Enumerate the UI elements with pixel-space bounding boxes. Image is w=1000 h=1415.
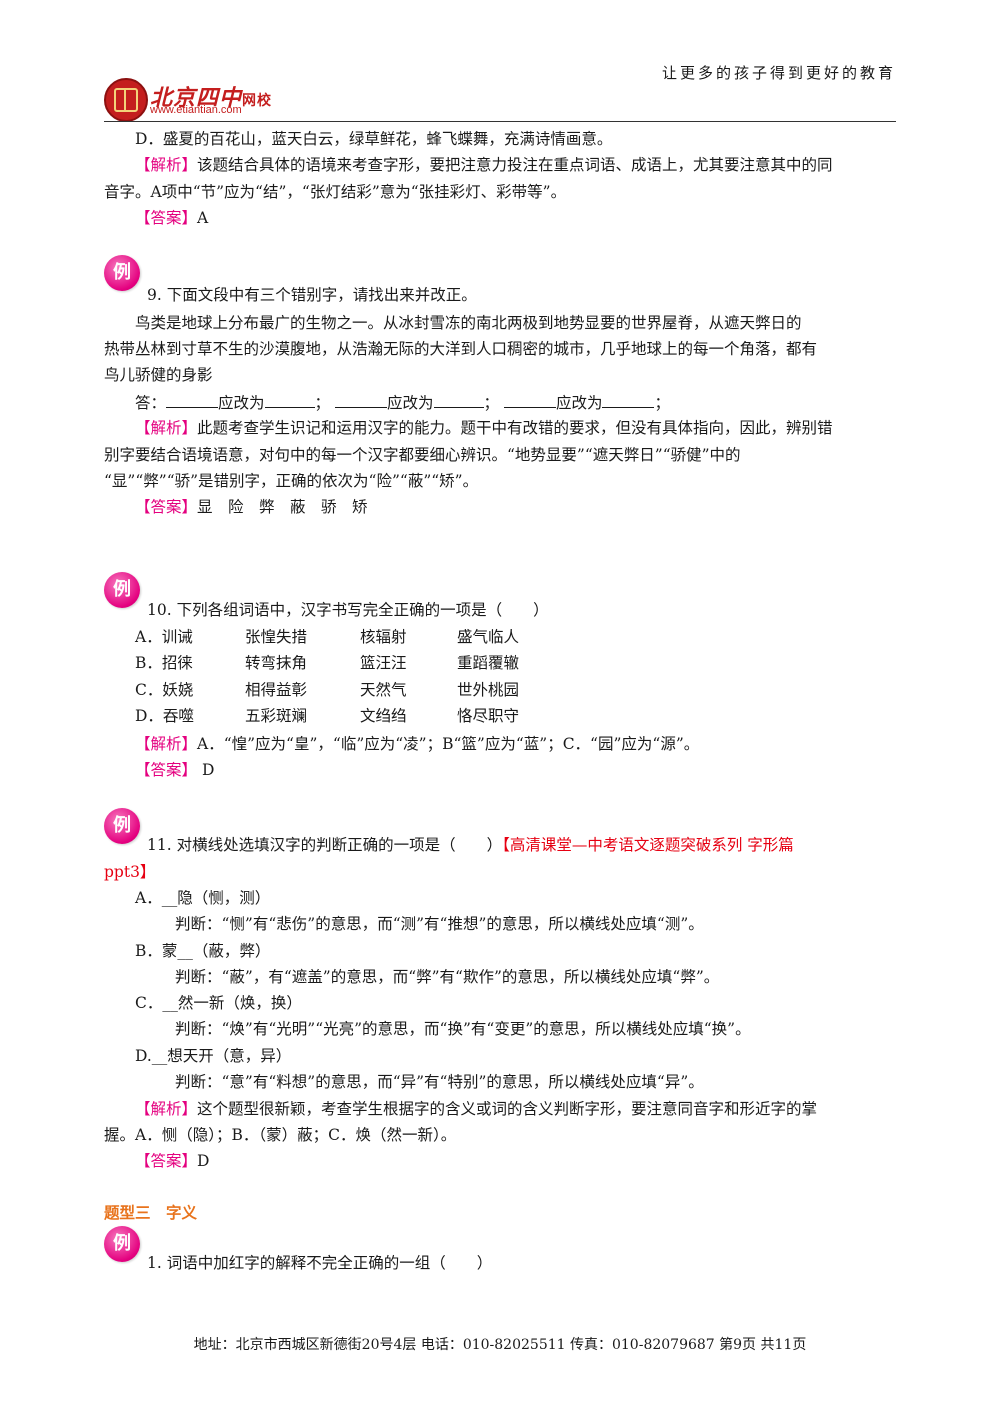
q10-option-word: 盛气临人 bbox=[457, 628, 520, 646]
school-logo-icon bbox=[104, 78, 148, 122]
logo-url: www.etiantian.com bbox=[150, 104, 242, 116]
logo-name: 北京四中网校 bbox=[150, 85, 273, 111]
q10-option-label: D．吞噬 bbox=[135, 706, 194, 725]
q8-answer: 【答案】A bbox=[135, 209, 209, 227]
answer-blank[interactable] bbox=[334, 389, 387, 408]
q10-option-label: C．妖娆 bbox=[135, 680, 194, 699]
section-title: 题型三 字义 bbox=[104, 1203, 198, 1222]
q10-option-word: 恪尽职守 bbox=[457, 706, 520, 725]
q8-option-d: D．盛夏的百花山，蓝天白云，绿草鲜花，蜂飞蝶舞，充满诗情画意。 bbox=[135, 130, 613, 148]
q10-stem: 10. 下列各组词语中，汉字书写完全正确的一项是（ ） bbox=[147, 601, 549, 619]
q10-option-word: 重蹈覆辙 bbox=[457, 654, 520, 673]
q11-answer: 【答案】D bbox=[135, 1152, 210, 1170]
q10-option-word: 相得益彰 bbox=[245, 680, 308, 699]
q11-analysis-cont: 握。A．恻（隐）；B．（蒙）蔽；C．焕（然一新）。 bbox=[104, 1126, 457, 1144]
q11-stem: 11. 对横线处选填汉字的判断正确的一项是（ ）【高清课堂—中考语文逐题突破系列… bbox=[147, 836, 794, 854]
header-slogan: 让更多的孩子得到更好的教育 bbox=[661, 64, 896, 82]
q9-passage-line: 鸟类是地球上分布最广的生物之一。从冰封雪冻的南北两极到地势显要的世界屋脊，从遮天… bbox=[135, 314, 802, 332]
q10-option-word: 张惶失措 bbox=[245, 628, 308, 646]
q9-answer-blanks: 答：应改为； 应改为； 应改为； bbox=[135, 389, 670, 416]
q9-analysis: 【解析】此题考查学生识记和运用汉字的能力。题干中有改错的要求，但没有具体指向，因… bbox=[135, 419, 833, 437]
example-badge-icon: 例 bbox=[104, 255, 140, 291]
q8-analysis: 【解析】该题结合具体的语境来考查字形，要把注意力投注在重点词语、成语上，尤其要注… bbox=[135, 156, 833, 174]
answer-blank[interactable] bbox=[602, 389, 655, 408]
q11-option-a: A．__隐（恻，测） bbox=[135, 889, 271, 907]
answer-blank[interactable] bbox=[503, 389, 556, 408]
q10-analysis: 【解析】A．“惶”应为“皇”，“临”应为“凌”；B“篮”应为“蓝”；C．“园”应… bbox=[135, 735, 700, 753]
q9-analysis-cont: “显”“弊”“骄”是错别字，正确的依次为“险”“蔽”“矫”。 bbox=[104, 472, 479, 490]
q8-analysis-cont: 音字。A项中“节”应为“结”，“张灯结彩”意为“张挂彩灯、彩带等”。 bbox=[104, 183, 567, 201]
example-badge-icon: 例 bbox=[104, 572, 140, 608]
q9-passage-line: 鸟儿骄健的身影 bbox=[104, 366, 213, 384]
q11-option-c: C．__然一新（焕，换） bbox=[135, 994, 302, 1012]
q10-option-word: 天然气 bbox=[360, 680, 407, 699]
q11-judge-a: 判断：“恻”有“悲伤”的意思，而“测”有“推想”的意思，所以横线处应填“测”。 bbox=[175, 915, 704, 933]
q10-option-label: A．训诫 bbox=[135, 628, 193, 646]
q11-judge-c: 判断：“焕”有“光明”“光亮”的意思，而“换”有“变更”的意思，所以横线处应填“… bbox=[175, 1020, 751, 1038]
q10-option-word: 核辐射 bbox=[360, 628, 407, 646]
q10-option-word: 五彩斑斓 bbox=[245, 706, 308, 725]
q10-option-word: 转弯抹角 bbox=[245, 654, 308, 673]
q10-option-word: 文绉绉 bbox=[360, 706, 407, 725]
q11-option-b: B．蒙__（蔽，弊） bbox=[135, 942, 271, 960]
header-divider bbox=[104, 121, 896, 122]
q11-option-d: D.__想天开（意，异） bbox=[135, 1047, 292, 1065]
q11-analysis: 【解析】这个题型很新颖，考查学生根据字的含义或词的含义判断字形，要注意同音字和形… bbox=[135, 1100, 818, 1118]
q11-judge-d: 判断：“意”有“料想”的意思，而“异”有“特别”的意思，所以横线处应填“异”。 bbox=[175, 1073, 704, 1091]
q10-answer: 【答案】 D bbox=[135, 761, 215, 779]
q9-analysis-cont: 别字要结合语境语意，对句中的每一个汉字都要细心辨识。“地势显要”“遮天弊日”“骄… bbox=[104, 446, 741, 464]
example-badge-icon: 例 bbox=[104, 1226, 140, 1262]
answer-blank[interactable] bbox=[433, 389, 484, 408]
q11-judge-b: 判断：“蔽”，有“遮盖”的意思，而“弊”有“欺作”的意思，所以横线处应填“弊”。 bbox=[175, 968, 720, 986]
q11-source-link-cont[interactable]: ppt3】 bbox=[104, 863, 156, 881]
page-footer: 地址：北京市西城区新德街20号4层 电话：010-82025511 传真：010… bbox=[193, 1337, 807, 1353]
section3-q1: 1. 词语中加红字的解释不完全正确的一组（ ） bbox=[147, 1254, 493, 1272]
answer-blank[interactable] bbox=[264, 389, 315, 408]
q9-passage-line: 热带丛林到寸草不生的沙漠腹地，从浩瀚无际的大洋到人口稠密的城市，几乎地球上的每一… bbox=[104, 340, 818, 358]
q9-stem: 9. 下面文段中有三个错别字，请找出来并改正。 bbox=[147, 286, 477, 304]
q10-option-label: B．招徕 bbox=[135, 654, 193, 673]
answer-blank[interactable] bbox=[166, 389, 219, 408]
example-badge-icon: 例 bbox=[104, 808, 140, 844]
q11-source-link[interactable]: 【高清课堂—中考语文逐题突破系列 字形篇 bbox=[502, 836, 794, 854]
q10-option-word: 篮汪汪 bbox=[360, 654, 407, 673]
q9-answer: 【答案】显 险 弊 蔽 骄 矫 bbox=[135, 498, 368, 516]
q10-option-word: 世外桃园 bbox=[457, 680, 520, 699]
